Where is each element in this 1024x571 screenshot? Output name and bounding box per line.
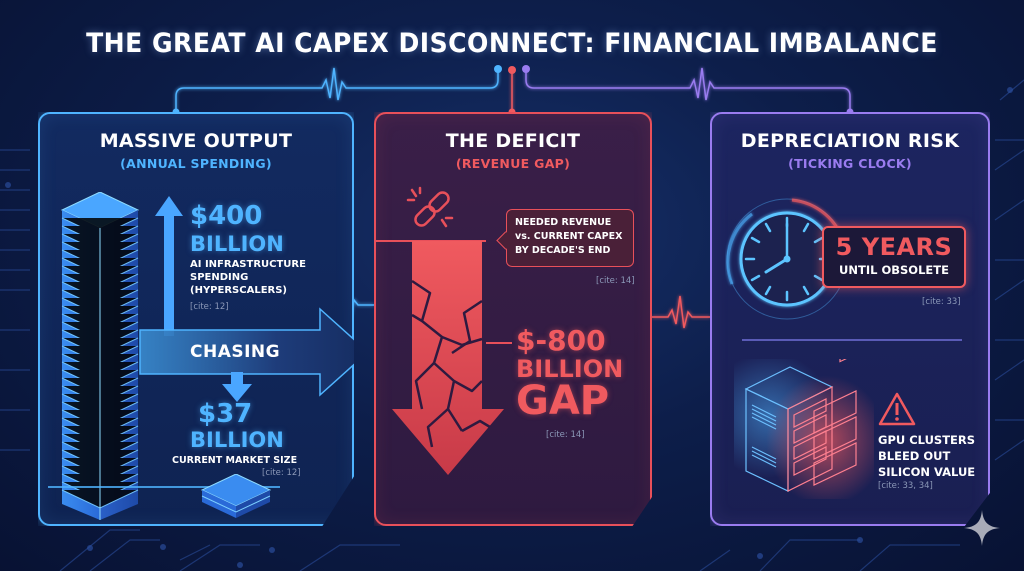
gap-label: GAP — [516, 378, 610, 424]
baseline — [48, 486, 280, 488]
gap-unit: BILLION — [516, 355, 624, 383]
callout-cite: [cite: 14] — [596, 276, 635, 286]
deficit-panel: THE DEFICIT (REVENUE GAP) NEEDED REVENUE… — [374, 112, 652, 526]
gpu-cite: [cite: 33, 34] — [878, 481, 933, 491]
massive-output-panel: MASSIVE OUTPUT (ANNUAL SPENDING) — [38, 112, 354, 526]
years-badge: 5 YEARS UNTIL OBSOLETE — [822, 226, 966, 288]
gap-pointer-line — [486, 342, 512, 344]
page-title: THE GREAT AI CAPEX DISCONNECT: FINANCIAL… — [86, 28, 938, 59]
up-arrow-icon — [155, 196, 183, 336]
down-arrow-icon — [222, 372, 252, 402]
purple-node-icon — [522, 65, 530, 73]
gap-value: $-800 — [516, 324, 606, 357]
blue-node-icon — [494, 65, 502, 73]
section-divider — [742, 339, 962, 341]
spending-unit: BILLION — [190, 232, 284, 256]
chasing-label: CHASING — [190, 342, 281, 362]
panel-title: THE DEFICIT — [445, 130, 581, 152]
panel-subtitle: (ANNUAL SPENDING) — [120, 156, 272, 171]
broken-link-icon — [406, 186, 454, 228]
red-node-icon — [508, 66, 516, 74]
market-unit: BILLION — [190, 428, 284, 452]
panel-subtitle: (REVENUE GAP) — [455, 156, 571, 171]
server-rack-icon — [734, 359, 874, 499]
spending-label: AI INFRASTRUCTURE SPENDING (HYPERSCALERS… — [190, 259, 306, 296]
depreciation-risk-panel: DEPRECIATION RISK (TICKING CLOCK) 5 YEAR… — [710, 112, 990, 526]
years-cite: [cite: 33] — [922, 297, 961, 307]
sparkle-icon — [964, 510, 1000, 546]
panel-title: MASSIVE OUTPUT — [99, 130, 293, 152]
warning-icon — [878, 392, 916, 426]
panel-title: DEPRECIATION RISK — [740, 130, 960, 152]
small-stack-icon — [200, 474, 272, 518]
gap-top-line — [374, 240, 486, 242]
market-cite: [cite: 12] — [262, 468, 301, 478]
tall-stack-icon — [60, 192, 140, 520]
years-value: 5 YEARS — [835, 233, 953, 261]
spending-cite: [cite: 12] — [190, 302, 229, 312]
cracked-down-arrow-icon — [392, 241, 504, 475]
panel-subtitle: (TICKING CLOCK) — [788, 156, 912, 171]
market-label: CURRENT MARKET SIZE — [172, 455, 298, 466]
revenue-callout: NEEDED REVENUE vs. CURRENT CAPEX BY DECA… — [506, 209, 634, 267]
gap-cite: [cite: 14] — [546, 430, 585, 440]
spending-value: $400 — [190, 201, 263, 231]
chasing-arrow-icon — [139, 307, 354, 397]
years-label: UNTIL OBSOLETE — [839, 263, 949, 277]
gpu-risk-label: GPU CLUSTERS BLEED OUT SILICON VALUE — [878, 433, 976, 479]
market-value: $37 — [198, 399, 253, 429]
